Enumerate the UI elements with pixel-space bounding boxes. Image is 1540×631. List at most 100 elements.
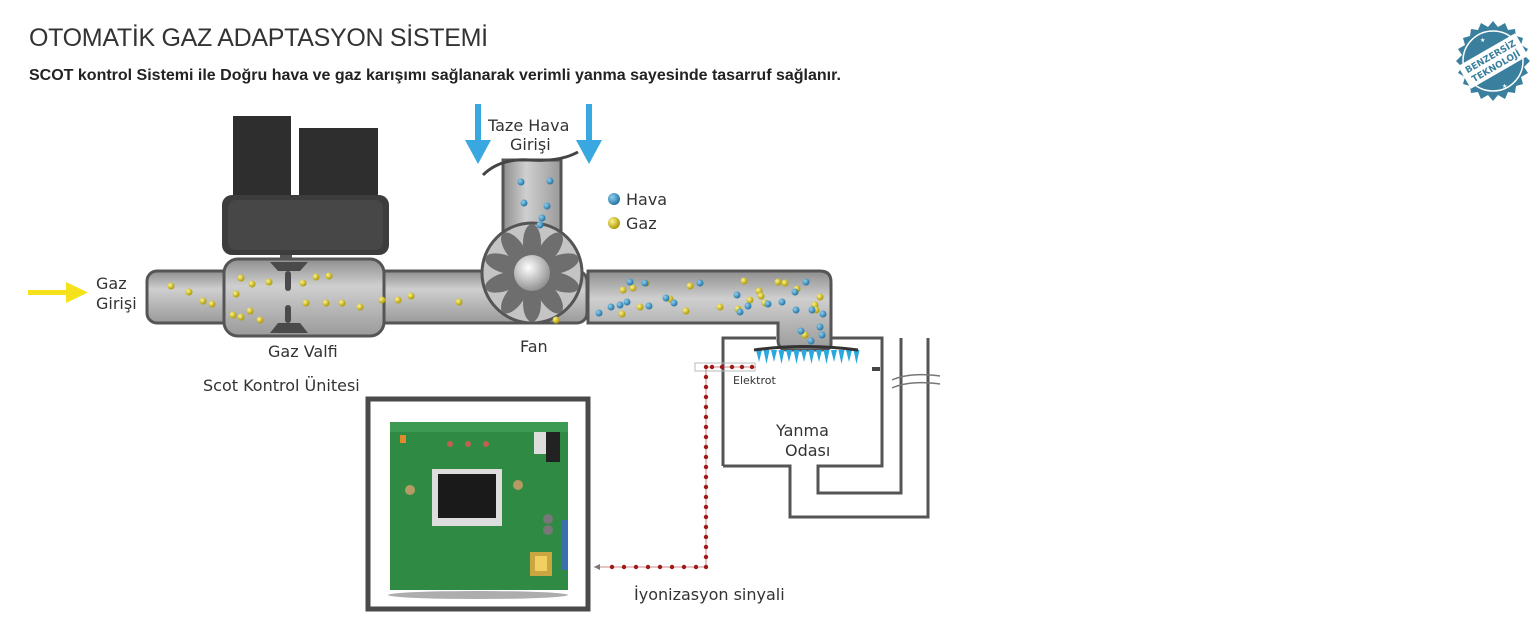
gas-valve-label: Gaz Valfi — [268, 342, 338, 361]
ionization-signal-line — [594, 364, 756, 570]
gas-particle — [455, 298, 463, 306]
gas-particle — [618, 310, 626, 318]
air-particle — [792, 306, 800, 314]
air-particle — [733, 291, 741, 299]
signal-dot — [703, 384, 709, 390]
gas-particle — [265, 278, 273, 286]
signal-dot — [669, 564, 675, 570]
gas-legend-dot — [608, 217, 620, 229]
air-particle — [662, 294, 670, 302]
fresh-air-label-2: Girişi — [510, 135, 551, 154]
svg-text:★: ★ — [1502, 83, 1507, 90]
signal-dot — [681, 564, 687, 570]
gas-particle — [682, 307, 690, 315]
gas-particle — [322, 299, 330, 307]
fresh-air-arrow-left-icon — [465, 104, 491, 164]
signal-dot — [703, 554, 709, 560]
signal-dot — [709, 364, 715, 370]
signal-dot — [703, 404, 709, 410]
signal-dot — [703, 514, 709, 520]
signal-dot — [703, 444, 709, 450]
gas-particle — [552, 316, 560, 324]
air-particle — [802, 278, 810, 286]
air-particle — [623, 298, 631, 306]
air-particle — [536, 221, 544, 229]
air-particle — [696, 279, 704, 287]
gas-particle — [299, 279, 307, 287]
flame-icon — [753, 345, 860, 364]
signal-dot — [703, 504, 709, 510]
flame-tongue — [778, 350, 785, 364]
gas-inlet-label-2: Girişi — [96, 294, 137, 313]
legend: Hava Gaz — [608, 190, 667, 233]
mixing-pipe — [586, 269, 833, 352]
signal-dot — [703, 484, 709, 490]
gas-particle — [394, 296, 402, 304]
air-particle — [816, 323, 824, 331]
air-particle — [778, 298, 786, 306]
signal-dot — [703, 474, 709, 480]
air-particle — [626, 278, 634, 286]
air-particle — [736, 308, 744, 316]
air-particle — [538, 214, 546, 222]
gas-particle — [619, 286, 627, 294]
gas-particle — [740, 277, 748, 285]
signal-dot — [633, 564, 639, 570]
gas-particle — [167, 282, 175, 290]
combustion-chamber-label: Yanma — [775, 421, 829, 440]
flame-tongue — [793, 350, 800, 364]
signal-dot — [703, 494, 709, 500]
air-particle — [819, 310, 827, 318]
signal-dot — [645, 564, 651, 570]
legend-air-label: Hava — [626, 190, 667, 209]
signal-dot — [739, 364, 745, 370]
page-subtitle: SCOT kontrol Sistemi ile Doğru hava ve g… — [29, 67, 841, 84]
scot-control-board — [365, 396, 591, 612]
gas-particle — [229, 311, 237, 319]
signal-dot — [703, 434, 709, 440]
air-particle — [670, 299, 678, 307]
fresh-air-label: Taze Hava — [487, 116, 569, 135]
signal-dot — [749, 364, 755, 370]
gas-particle — [629, 284, 637, 292]
unique-technology-badge: BENZERSİZ TEKNOLOJİ ★ ★ — [1456, 21, 1530, 101]
gas-valve-actuator — [222, 116, 389, 265]
signal-dot — [657, 564, 663, 570]
gas-particle — [185, 288, 193, 296]
svg-text:★: ★ — [1480, 37, 1485, 44]
gas-particle — [199, 297, 207, 305]
gas-particle — [237, 274, 245, 282]
combustion-chamber — [721, 336, 941, 519]
gas-particle — [246, 307, 254, 315]
signal-dot — [703, 374, 709, 380]
signal-dot — [703, 394, 709, 400]
signal-dot — [609, 564, 615, 570]
signal-dot — [703, 424, 709, 430]
flame-tongue — [756, 350, 762, 362]
air-particle — [607, 303, 615, 311]
air-particle — [517, 178, 525, 186]
signal-dot — [703, 464, 709, 470]
signal-dot — [703, 564, 709, 570]
ionization-signal-label: İyonizasyon sinyali — [634, 585, 785, 604]
flame-tongue — [786, 350, 792, 362]
signal-dot — [621, 564, 627, 570]
signal-dot — [719, 364, 725, 370]
air-particle — [807, 337, 815, 345]
gas-particle — [208, 300, 216, 308]
gas-particle — [338, 299, 346, 307]
gas-particle — [636, 303, 644, 311]
gas-particle — [781, 279, 789, 287]
fan-label: Fan — [520, 337, 548, 356]
gas-particle — [716, 303, 724, 311]
gas-particle — [237, 313, 245, 321]
gas-particle — [312, 273, 320, 281]
signal-dot — [703, 544, 709, 550]
signal-dot — [729, 364, 735, 370]
electrode-label: Elektrot — [733, 374, 776, 387]
flame-tongue — [831, 350, 837, 362]
air-particle — [818, 331, 826, 339]
gas-particle — [757, 292, 765, 300]
air-particle — [616, 301, 624, 309]
